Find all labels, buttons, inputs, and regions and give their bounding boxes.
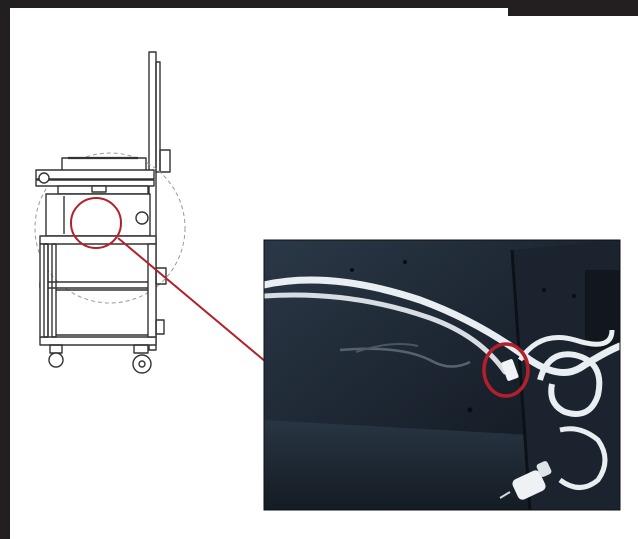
cart-side-view-drawing (34, 51, 186, 374)
photo-highlight-circle (482, 342, 530, 398)
leader-line (117, 237, 267, 363)
cable-photo (263, 239, 621, 511)
callout-highlight (70, 197, 267, 363)
plug-icon (499, 461, 552, 500)
drawing-highlight-circle (70, 197, 122, 249)
